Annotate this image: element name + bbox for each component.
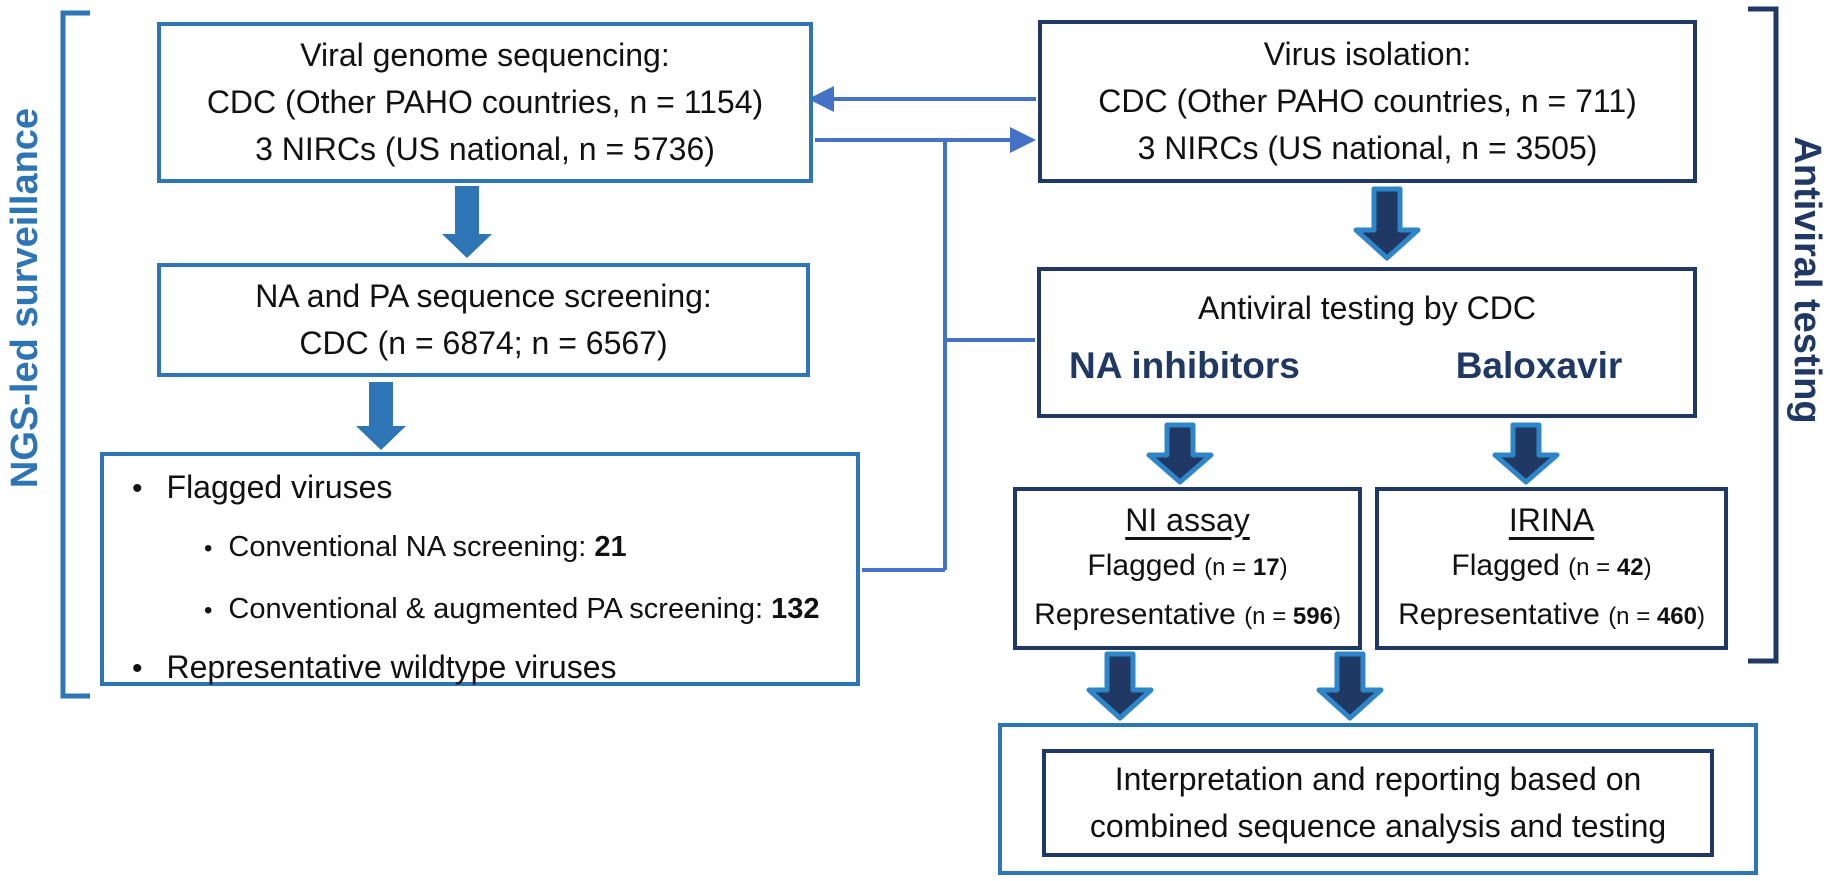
arrowhead-right-icon (1010, 127, 1036, 153)
n-value: 42 (1616, 553, 1644, 581)
line-label: Flagged (1087, 548, 1205, 582)
list-item-label: Flagged viruses (166, 469, 393, 505)
irina-box: IRINA Flagged (n = 42) Representative (n… (1375, 487, 1728, 650)
paren: ) (1696, 602, 1705, 630)
na-pa-screening-box: NA and PA sequence screening: CDC (n = 6… (157, 263, 810, 377)
box-line: Interpretation and reporting based on (1114, 761, 1642, 797)
ni-assay-title: NI assay (1125, 501, 1250, 538)
list-item: Conventional & augmented PA screening: 1… (204, 590, 860, 630)
list-item-label: Conventional NA screening: (228, 531, 595, 563)
na-inhibitors-label: NA inhibitors (1069, 345, 1300, 386)
line-label: Flagged (1451, 548, 1569, 582)
irina-representative-line: Representative (n = 460) (1398, 591, 1705, 640)
ngs-surveillance-label: NGS-led surveillance (4, 107, 46, 489)
line-label: Representative (1398, 597, 1609, 631)
ni-assay-box: NI assay Flagged (n = 17) Representative… (1013, 487, 1362, 650)
right-bracket (1748, 6, 1779, 664)
list-item: Conventional NA screening: 21 (204, 528, 860, 568)
irina-flagged-line: Flagged (n = 42) (1451, 542, 1651, 591)
down-arrow-icon-screening-to-flagged (356, 382, 406, 450)
antiviral-testing-title: Antiviral testing by CDC (1198, 290, 1536, 326)
box-line: Virus isolation: (1263, 36, 1472, 72)
list-item: Flagged viruses (132, 466, 860, 510)
irina-title: IRINA (1508, 501, 1595, 538)
n-prefix: (n = (1608, 602, 1657, 630)
list-item-label: Conventional & augmented PA screening: (228, 593, 772, 625)
virus-isolation-box: Virus isolation: CDC (Other PAHO countri… (1038, 20, 1697, 183)
baloxavir-label: Baloxavir (1455, 345, 1623, 386)
ni-representative-line: Representative (n = 596) (1034, 591, 1341, 640)
box-line: 3 NIRCs (US national, n = 3505) (1137, 130, 1598, 166)
down-arrow-icon-baloxavir-to-irina (1492, 422, 1560, 485)
list-item-value: 132 (771, 593, 820, 625)
n-prefix: (n = (1568, 553, 1617, 581)
down-arrow-icon-na-to-ni-assay (1146, 422, 1214, 485)
ni-flagged-line: Flagged (n = 17) (1087, 542, 1287, 591)
box-line: CDC (Other PAHO countries, n = 1154) (206, 84, 764, 120)
antiviral-testing-box: Antiviral testing by CDC NA inhibitors B… (1037, 267, 1697, 418)
line-label: Representative (1034, 597, 1245, 631)
down-arrow-icon-ni-to-interpretation (1086, 651, 1154, 721)
list-item: Representative wildtype viruses (132, 646, 860, 690)
paren: ) (1279, 553, 1288, 581)
box-line: CDC (Other PAHO countries, n = 711) (1098, 83, 1637, 119)
n-prefix: (n = (1204, 553, 1253, 581)
box-line: combined sequence analysis and testing (1089, 808, 1667, 844)
n-value: 596 (1292, 602, 1333, 630)
antiviral-testing-label: Antiviral testing (1786, 136, 1828, 424)
down-arrow-icon-isolation-to-antiviral (1353, 186, 1421, 261)
box-line: Viral genome sequencing: (300, 37, 670, 73)
down-arrow-icon-irina-to-interpretation (1316, 651, 1384, 721)
box-line: CDC (n = 6874; n = 6567) (299, 325, 668, 361)
list-item-value: 21 (594, 531, 627, 563)
paren: ) (1332, 602, 1341, 630)
flagged-viruses-list: Flagged viruses Conventional NA screenin… (104, 452, 860, 686)
down-arrow-icon-sequencing-to-screening (442, 186, 492, 258)
left-bracket (60, 10, 90, 699)
arrowhead-left-icon (808, 86, 834, 112)
interpretation-outer-box: Interpretation and reporting based on co… (998, 723, 1758, 875)
interpretation-inner-box: Interpretation and reporting based on co… (1042, 749, 1714, 857)
viral-genome-sequencing-box: Viral genome sequencing: CDC (Other PAHO… (157, 22, 813, 183)
n-value: 17 (1252, 553, 1280, 581)
paren: ) (1643, 553, 1652, 581)
box-line: NA and PA sequence screening: (255, 278, 712, 314)
n-prefix: (n = (1244, 602, 1293, 630)
list-item-label: Representative wildtype viruses (166, 649, 617, 685)
n-value: 460 (1656, 602, 1697, 630)
box-line: 3 NIRCs (US national, n = 5736) (255, 131, 715, 167)
